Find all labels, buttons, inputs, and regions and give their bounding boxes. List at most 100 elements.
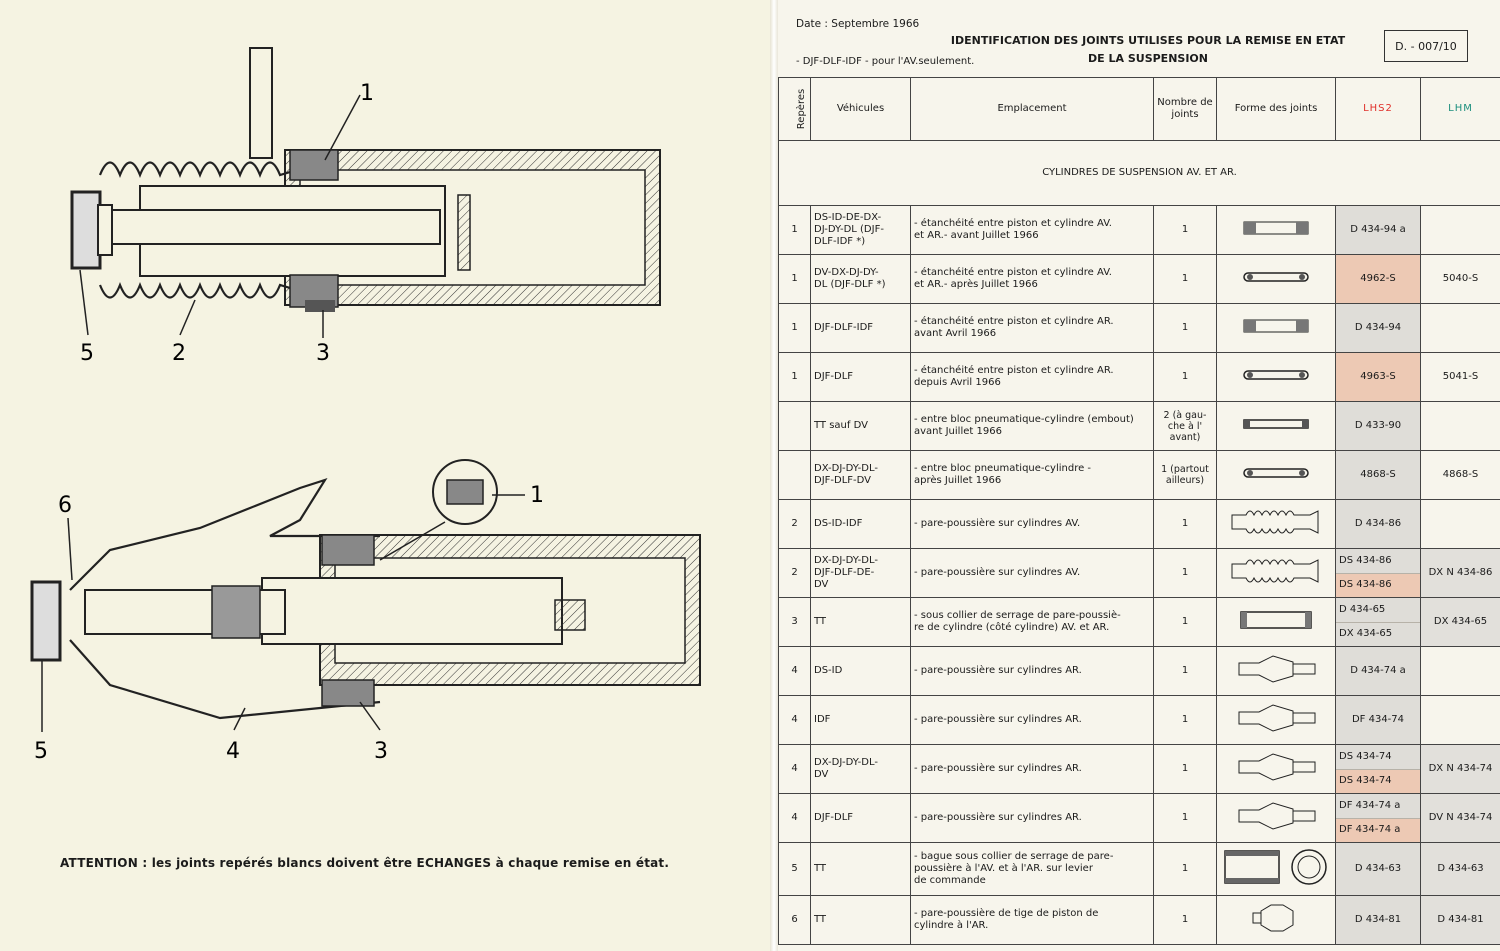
row-lhm: D 434-81 [1420, 895, 1500, 945]
row-nombre: 1 [1153, 254, 1217, 304]
callout-bottom-6: 6 [58, 493, 72, 518]
callout-top-3: 3 [316, 341, 330, 366]
row-vehicules: DJF-DLF [810, 793, 911, 843]
callout-top-1: 1 [360, 81, 374, 106]
row-lhm: 4868-S [1420, 450, 1500, 500]
row-forme [1216, 842, 1336, 896]
row-lhm: DV N 434-74 [1420, 793, 1500, 843]
row-repere: 1 [778, 254, 811, 304]
table-row: DX-DJ-DY-DL- DJF-DLF-DV- entre bloc pneu… [778, 450, 1500, 500]
callout-bottom-5: 5 [34, 739, 48, 764]
row-lhs2: D 434-63 [1335, 842, 1421, 896]
lhs2-ref-top: DS 434-74 [1336, 745, 1420, 770]
row-nombre: 1 [1153, 352, 1217, 402]
row-repere [778, 401, 811, 451]
row-vehicules: TT [810, 597, 911, 647]
title-line-2: DE LA SUSPENSION [1088, 52, 1208, 65]
document-title: IDENTIFICATION DES JOINTS UTILISES POUR … [938, 32, 1358, 68]
lhs2-ref-bottom: DX 434-65 [1336, 622, 1420, 646]
row-repere: 2 [778, 499, 811, 549]
bellows-icon [1226, 559, 1326, 591]
row-repere: 4 [778, 744, 811, 794]
row-emplacement: - sous collier de serrage de pare-poussi… [910, 597, 1154, 647]
column-lhm: LHM [1420, 77, 1500, 141]
row-nombre: 1 [1153, 695, 1217, 745]
column-emplacement: Emplacement [910, 77, 1154, 141]
oring-seal-icon [1236, 468, 1316, 484]
row-vehicules: DS-ID [810, 646, 911, 696]
row-repere: 2 [778, 548, 811, 598]
row-lhs2: D 434-94 a [1335, 205, 1421, 255]
bellows-icon [1226, 510, 1326, 542]
callout-bottom-4: 4 [226, 739, 240, 764]
row-vehicules: DX-DJ-DY-DL- DV [810, 744, 911, 794]
row-forme [1216, 793, 1336, 843]
title-line-1: IDENTIFICATION DES JOINTS UTILISES POUR … [950, 34, 1346, 47]
row-forme [1216, 646, 1336, 696]
row-lhs2: D 434-94 [1335, 303, 1421, 353]
left-page: 1 5 2 3 6 1 5 4 3 ATTENTI [30, 47, 701, 870]
oring-seal-icon [1236, 272, 1316, 288]
row-lhs2: DF 434-74 [1335, 695, 1421, 745]
row-nombre: 2 (à gau- che à l' avant) [1153, 401, 1217, 451]
attention-note: ATTENTION : les joints repérés blancs do… [60, 856, 670, 870]
row-vehicules: DS-ID-IDF [810, 499, 911, 549]
row-forme [1216, 352, 1336, 402]
row-emplacement: - étanchéité entre piston et cylindre AR… [910, 352, 1154, 402]
lhs2-ref-bottom: DF 434-74 a [1336, 818, 1420, 842]
row-forme [1216, 450, 1336, 500]
small-boot-icon [1241, 904, 1311, 938]
callout-bottom-1: 1 [530, 483, 544, 508]
row-repere: 3 [778, 597, 811, 647]
row-vehicules: DX-DJ-DY-DL- DJF-DLF-DE- DV [810, 548, 911, 598]
row-nombre: 1 [1153, 499, 1217, 549]
row-lhm: DX N 434-74 [1420, 744, 1500, 794]
row-lhs2: D 433-90 [1335, 401, 1421, 451]
row-emplacement: - étanchéité entre piston et cylindre AR… [910, 303, 1154, 353]
row-repere: 5 [778, 842, 811, 896]
callout-bottom-3: 3 [374, 739, 388, 764]
row-nombre: 1 [1153, 842, 1217, 896]
row-forme [1216, 303, 1336, 353]
row-forme [1216, 401, 1336, 451]
row-repere: 4 [778, 793, 811, 843]
row-nombre: 1 [1153, 205, 1217, 255]
row-vehicules: DJF-DLF-IDF [810, 303, 911, 353]
oring-seal-icon [1236, 370, 1316, 386]
right-page: Date : Septembre 1966 - DJF-DLF-IDF - po… [778, 0, 1500, 951]
cone-boot-icon [1231, 802, 1321, 836]
row-emplacement: - pare-poussière sur cylindres AR. [910, 646, 1154, 696]
row-lhm [1420, 646, 1500, 696]
document-date: Date : Septembre 1966 [796, 18, 920, 30]
row-vehicules: TT [810, 842, 911, 896]
row-emplacement: - étanchéité entre piston et cylindre AV… [910, 254, 1154, 304]
row-emplacement: - pare-poussière sur cylindres AR. [910, 695, 1154, 745]
cylinder-diagram-top: 1 5 2 3 [70, 47, 661, 366]
row-emplacement: - pare-poussière sur cylindres AV. [910, 499, 1154, 549]
row-emplacement: - entre bloc pneumatique-cylindre - aprè… [910, 450, 1154, 500]
row-emplacement: - pare-poussière sur cylindres AR. [910, 793, 1154, 843]
row-vehicules: DV-DX-DJ-DY- DL (DJF-DLF *) [810, 254, 911, 304]
row-forme [1216, 895, 1336, 945]
column-vehicules: Véhicules [810, 77, 911, 141]
table-row: TT sauf DV- entre bloc pneumatique-cylin… [778, 401, 1500, 451]
row-forme [1216, 548, 1336, 598]
row-nombre: 1 [1153, 548, 1217, 598]
row-lhm [1420, 401, 1500, 451]
row-emplacement: - pare-poussière sur cylindres AV. [910, 548, 1154, 598]
column-lhs2: LHS2 [1335, 77, 1421, 141]
row-lhs2: D 434-86 [1335, 499, 1421, 549]
row-nombre: 1 [1153, 597, 1217, 647]
row-nombre: 1 [1153, 303, 1217, 353]
seal-table: Repères Véhicules Emplacement Nombre de … [778, 77, 1500, 945]
